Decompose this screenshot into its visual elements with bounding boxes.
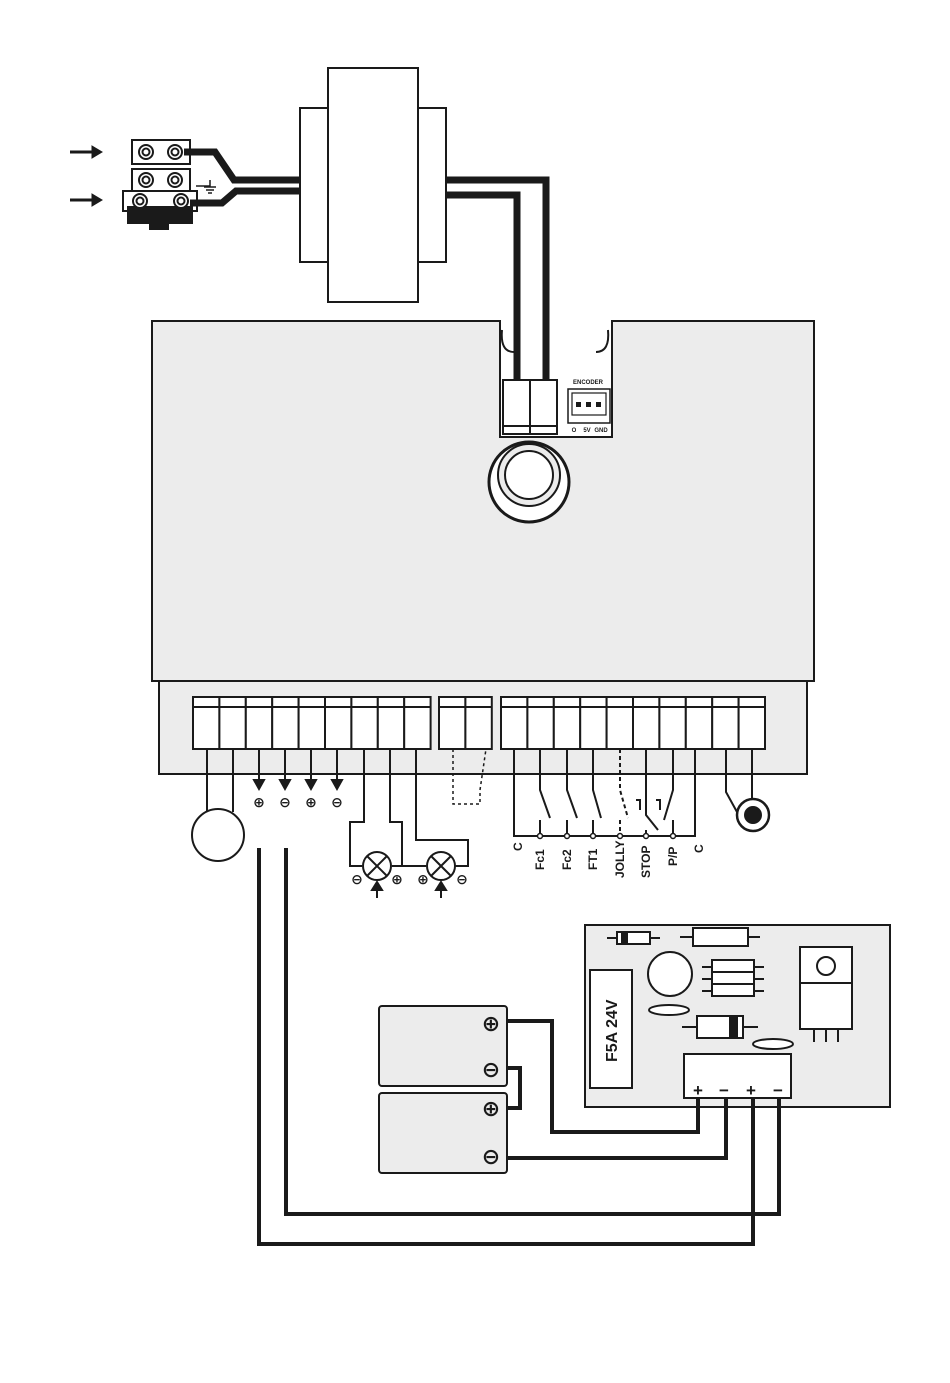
terminal-screw-block — [607, 697, 633, 749]
battery-sign: ⊖ — [482, 1145, 500, 1170]
output-sign: ⊖ — [331, 795, 343, 811]
arrow-down-icon — [254, 780, 264, 789]
terminal-screw-block — [659, 697, 685, 749]
fuse-label: F5A 24V — [604, 999, 621, 1062]
terminal-label-c: C — [511, 842, 525, 851]
terminal-label-fc2: Fc2 — [560, 849, 574, 870]
terminal-label-jolly: JOLLY — [613, 840, 627, 878]
terminal-screw-block — [712, 697, 738, 749]
arrow-down-icon — [332, 780, 342, 789]
terminal-screw-block — [193, 697, 219, 749]
terminal-strip — [193, 697, 765, 749]
terminal-screw-block — [404, 697, 430, 749]
encoder-title: ENCODER — [573, 380, 604, 386]
terminal-screw-block — [272, 697, 298, 749]
lamp-left — [363, 852, 391, 898]
resistor-icon — [693, 928, 748, 946]
arrow-head-icon — [92, 146, 102, 158]
arrow-up-icon — [372, 882, 382, 890]
regulator-icon — [800, 947, 852, 1042]
push-button-icon — [636, 800, 640, 810]
transformer-body — [328, 68, 418, 302]
battery-sign: ⊕ — [482, 1097, 500, 1122]
terminal-screw-block — [686, 697, 712, 749]
motor-icon — [192, 809, 244, 861]
terminal-screw-block — [299, 697, 325, 749]
ground-icon — [196, 180, 216, 193]
output-sign: ⊕ — [253, 795, 265, 811]
battery-sign: ⊖ — [482, 1058, 500, 1083]
terminal-screw-block — [439, 697, 465, 749]
encoder-pin-label: GND — [594, 428, 608, 434]
board-body — [152, 321, 814, 681]
encoder-pin-icon — [586, 402, 591, 407]
arrow-down-icon — [306, 780, 316, 789]
lamp-sign: ⊖ — [351, 872, 363, 888]
output-sign: ⊕ — [305, 795, 317, 811]
terminal-label-ft1: FT1 — [586, 848, 600, 870]
charger-board — [585, 925, 890, 1107]
battery-link — [507, 1068, 520, 1108]
charger-terminal-sign: + — [693, 1081, 703, 1100]
terminal-screw-block — [219, 697, 245, 749]
terminal-screw-block — [246, 697, 272, 749]
encoder-pin-icon — [596, 402, 601, 407]
lamp-right — [427, 852, 455, 898]
transformer-core-left — [300, 108, 328, 262]
inductor-icon — [702, 960, 764, 996]
terminal-labels: C Fc1 Fc2 FT1 JOLLY STOP P/P C — [511, 840, 706, 878]
lamp-sign: ⊕ — [391, 872, 403, 888]
terminal-screw-block — [501, 697, 527, 749]
encoder-pin-icon — [576, 402, 581, 407]
charger-terminal-sign: − — [773, 1081, 783, 1100]
lamp-sign: ⊕ — [417, 872, 429, 888]
terminal-label-stop: STOP — [639, 846, 653, 878]
terminal-screw-block — [465, 697, 491, 749]
terminal-screw-block — [527, 697, 553, 749]
transformer-core-right — [418, 108, 446, 262]
arrow-up-icon — [436, 882, 446, 890]
encoder-connector: ENCODER O 5V GND — [568, 380, 610, 434]
encoder-pin-label: O — [572, 428, 577, 434]
push-button-icon — [656, 800, 660, 810]
terminal-screw-block — [325, 697, 351, 749]
terminal-screw-block — [633, 697, 659, 749]
primary-wires — [184, 152, 300, 203]
terminal-label-fc1: Fc1 — [533, 849, 547, 870]
terminal-label-c2: C — [692, 844, 706, 853]
power-input-connector — [503, 380, 557, 434]
mains-input-arrows — [70, 146, 102, 206]
battery-sign: ⊕ — [482, 1012, 500, 1037]
terminal-screw-block — [351, 697, 377, 749]
terminal-label-pp: P/P — [666, 847, 680, 866]
buzzer — [489, 442, 569, 522]
charger-terminal-sign: + — [746, 1081, 756, 1100]
encoder-pin-label: 5V — [583, 428, 590, 434]
arrow-down-icon — [280, 780, 290, 789]
arrow-head-icon — [92, 194, 102, 206]
output-sign: ⊖ — [279, 795, 291, 811]
transformer — [300, 68, 446, 302]
lamp-sign: ⊖ — [456, 872, 468, 888]
terminal-screw-block — [580, 697, 606, 749]
terminal-screw-block — [378, 697, 404, 749]
terminal-screw-block — [739, 697, 765, 749]
charger-terminal-sign: − — [719, 1081, 729, 1100]
capacitor-icon — [648, 952, 692, 996]
terminal-screw-block — [554, 697, 580, 749]
